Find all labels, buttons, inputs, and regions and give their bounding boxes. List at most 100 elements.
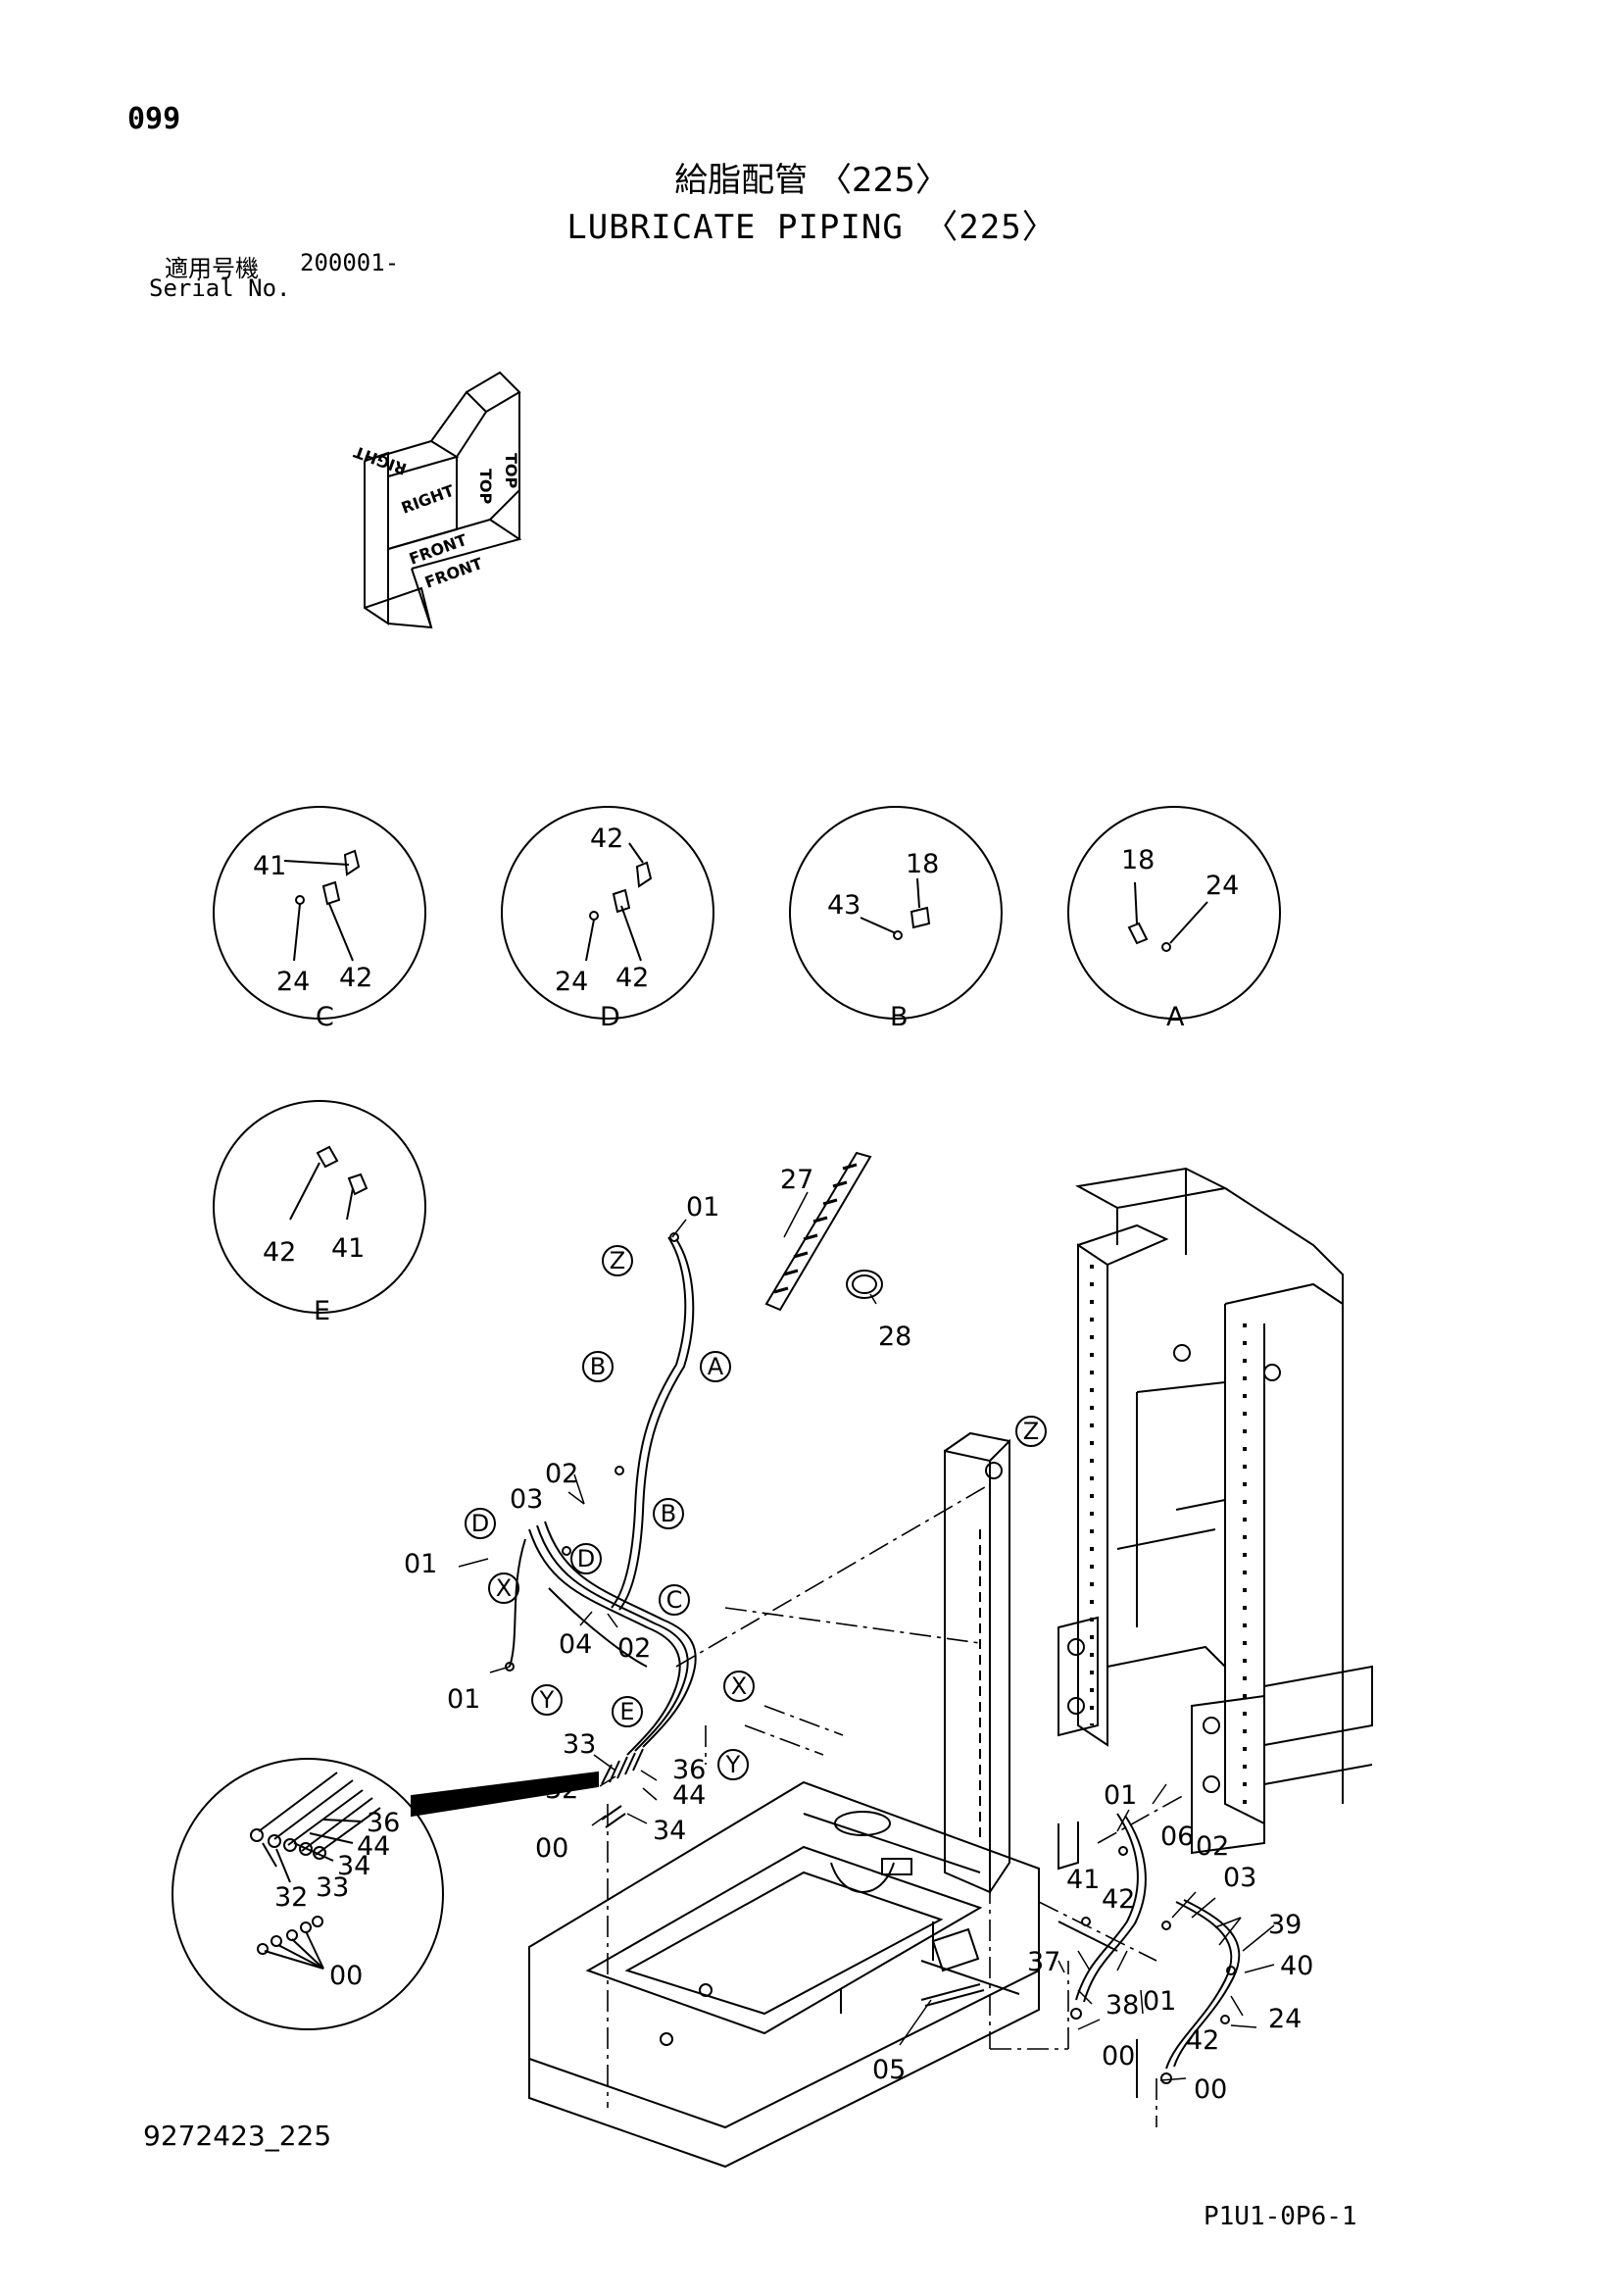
part-27: 27 xyxy=(780,1165,813,1195)
part-00-c: 00 xyxy=(1194,2074,1227,2105)
detail-c-part-24: 24 xyxy=(276,967,310,997)
title-japanese: 給脂配管 〈225〉 xyxy=(674,161,949,200)
callout-letters: Z A B B C D D X Y E X Y Z xyxy=(471,1247,1039,1778)
serial-label-japanese: 適用号機 xyxy=(165,255,259,282)
part-00-a: 00 xyxy=(535,1833,568,1864)
part-39: 39 xyxy=(1268,1910,1302,1940)
callout-z-frame: Z xyxy=(1023,1418,1039,1445)
orient-top-2: TOP xyxy=(502,453,520,489)
strap-27 xyxy=(764,1151,872,1312)
part-01-lower: 01 xyxy=(447,1684,480,1715)
center-column xyxy=(944,1431,1010,1894)
callout-a-upper: A xyxy=(708,1353,724,1380)
part-34: 34 xyxy=(653,1816,686,1846)
callout-z-top: Z xyxy=(610,1247,625,1274)
detail-view-C xyxy=(213,806,426,1020)
callout-y-left: Y xyxy=(539,1686,555,1714)
detail-view-D xyxy=(501,806,714,1020)
cab-frame xyxy=(1057,1167,1373,1855)
detail-e-part-42: 42 xyxy=(263,1237,296,1268)
part-37: 37 xyxy=(1027,1947,1060,1977)
callout-x-frame: X xyxy=(731,1672,747,1700)
part-labels: 01 27 28 02 03 01 04 02 01 33 32 36 44 3… xyxy=(404,1165,1313,2105)
detail-c-part-41: 41 xyxy=(253,851,286,881)
mag-part-32: 32 xyxy=(274,1882,308,1913)
detail-b-part-18: 18 xyxy=(906,849,939,879)
part-38: 38 xyxy=(1106,1990,1139,2021)
magnified-labels: 36 44 34 32 33 00 xyxy=(274,1808,400,1991)
part-44: 44 xyxy=(672,1780,706,1811)
page-code: P1U1-0P6-1 xyxy=(1204,2202,1357,2231)
part-36: 36 xyxy=(672,1755,706,1785)
part-41: 41 xyxy=(1066,1865,1100,1895)
mag-part-36: 36 xyxy=(367,1808,400,1838)
hose-harness xyxy=(505,1232,697,1828)
part-02-a: 02 xyxy=(545,1459,578,1489)
orient-top-1: TOP xyxy=(476,469,495,505)
detail-c-id: C xyxy=(316,1002,334,1032)
part-28: 28 xyxy=(878,1322,911,1352)
detail-d-part-24: 24 xyxy=(555,967,588,997)
callout-e-main: E xyxy=(619,1698,634,1725)
serial-label-english: Serial No. xyxy=(149,275,291,302)
part-01-right2: 01 xyxy=(1143,1986,1176,2017)
part-02-b: 02 xyxy=(617,1633,651,1664)
part-02-c: 02 xyxy=(1196,1831,1229,1862)
detail-a-id: A xyxy=(1166,1002,1185,1032)
callout-c-main: C xyxy=(666,1586,683,1614)
orient-right-2: RIGHT xyxy=(399,481,457,518)
detail-a-part-24: 24 xyxy=(1205,871,1239,901)
part-01-left: 01 xyxy=(404,1549,437,1579)
callout-y-frame: Y xyxy=(725,1751,741,1778)
detail-b-part-43: 43 xyxy=(827,890,861,921)
part-06: 06 xyxy=(1160,1822,1194,1852)
detail-view-A xyxy=(1067,806,1281,1020)
callout-markers xyxy=(465,1245,1047,1780)
part-03-b: 03 xyxy=(1223,1863,1256,1893)
mag-part-44: 44 xyxy=(357,1831,390,1862)
callout-x-left: X xyxy=(496,1574,512,1602)
serial-value: 200001- xyxy=(300,249,400,276)
part-42-b: 42 xyxy=(1186,2025,1219,2056)
magnified-view xyxy=(172,1758,444,2030)
part-01-top: 01 xyxy=(686,1192,719,1223)
part-32: 32 xyxy=(545,1774,578,1805)
part-00-b: 00 xyxy=(1102,2041,1135,2071)
detail-view-E xyxy=(213,1100,426,1314)
part-03-a: 03 xyxy=(510,1484,543,1515)
base-frame xyxy=(528,1780,1040,2169)
part-05: 05 xyxy=(872,2055,906,2085)
callout-d-upper: D xyxy=(471,1510,489,1537)
detail-e-id: E xyxy=(314,1296,330,1326)
part-42-a: 42 xyxy=(1102,1884,1135,1915)
part-40: 40 xyxy=(1280,1951,1313,1981)
detail-d-part-42b: 42 xyxy=(615,963,649,993)
magnify-leader xyxy=(411,1771,599,1818)
callout-b-upper: B xyxy=(590,1353,606,1380)
document-id: 9272423_225 xyxy=(143,2120,332,2152)
orientation-labels: TOP TOP RIGHT RIGHT FRONT FRONT xyxy=(351,442,520,592)
callout-b-mid: B xyxy=(661,1500,676,1527)
detail-d-part-42a: 42 xyxy=(590,824,623,854)
leader-lines xyxy=(458,1191,1275,2081)
orient-right-1: RIGHT xyxy=(351,442,409,478)
mag-part-33: 33 xyxy=(316,1872,349,1903)
part-33: 33 xyxy=(563,1729,596,1760)
part-04: 04 xyxy=(559,1629,592,1660)
part-24: 24 xyxy=(1268,2004,1302,2034)
part-01-right: 01 xyxy=(1104,1780,1137,1811)
mag-part-00: 00 xyxy=(329,1961,363,1991)
clamp-28 xyxy=(846,1270,883,1299)
detail-e-part-41: 41 xyxy=(331,1233,365,1264)
callout-d-lower: D xyxy=(577,1545,595,1572)
reference-lines xyxy=(607,1483,1187,2127)
detail-c-part-42: 42 xyxy=(339,963,372,993)
orientation-indicator xyxy=(364,371,522,629)
detail-a-part-18: 18 xyxy=(1121,845,1155,875)
mag-part-34: 34 xyxy=(337,1851,370,1881)
detail-labels: 41 24 42 C 42 24 42 D 18 43 B 18 24 A 42… xyxy=(253,824,1239,1326)
detail-view-B xyxy=(789,806,1003,1020)
page-number: 099 xyxy=(127,102,181,136)
detail-d-id: D xyxy=(600,1002,620,1032)
